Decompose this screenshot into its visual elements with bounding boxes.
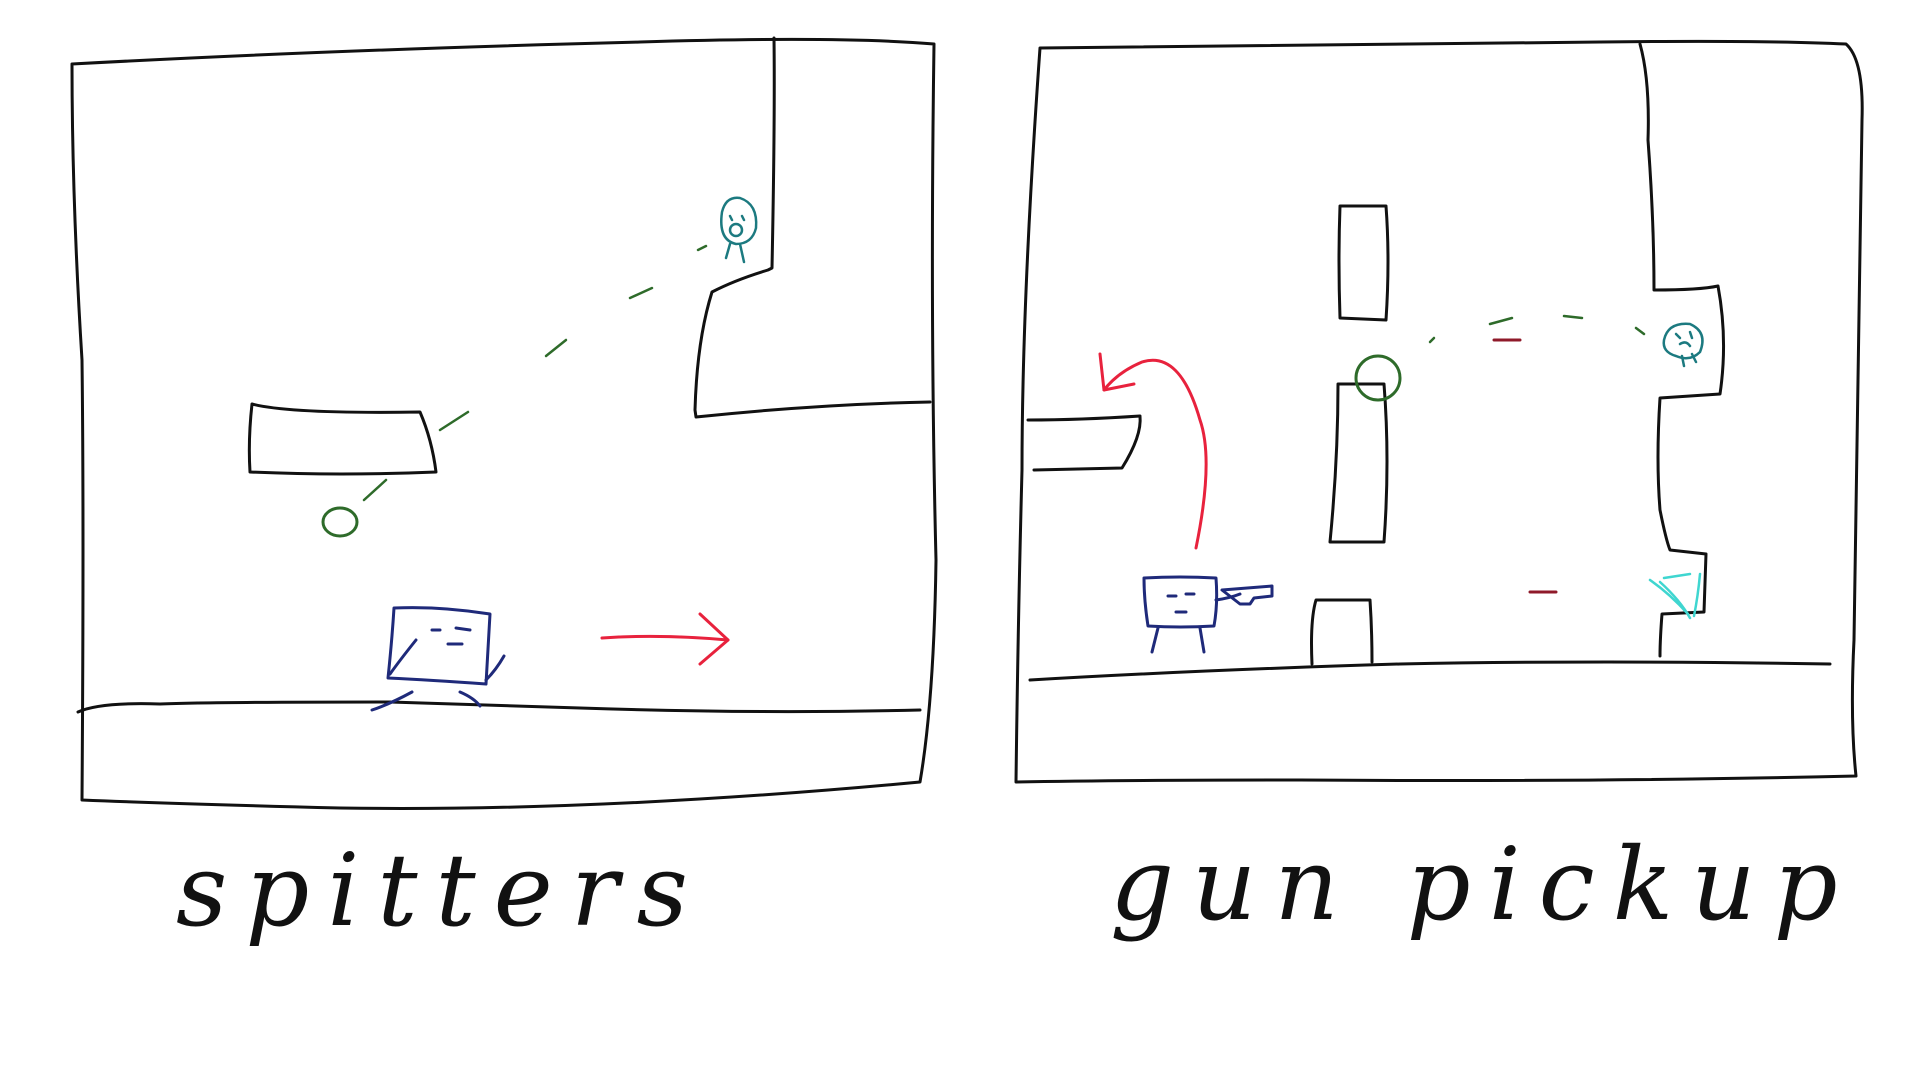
motion-arrow-right bbox=[600, 612, 730, 666]
player-character bbox=[370, 606, 506, 712]
right-wall-step bbox=[693, 36, 932, 419]
panel-gun-pickup bbox=[1014, 39, 1864, 784]
caption-spitters: spitters bbox=[176, 832, 706, 949]
caption-gun-pickup: gun pickup bbox=[1110, 826, 1856, 943]
panel-spitters bbox=[70, 36, 938, 810]
gun-pickup-item bbox=[1354, 354, 1402, 402]
player-with-gun bbox=[1142, 575, 1274, 654]
left-ledge bbox=[1026, 414, 1142, 472]
floating-platform bbox=[247, 402, 438, 476]
flyer-enemy bbox=[1648, 572, 1702, 620]
ground-line bbox=[1028, 660, 1832, 682]
jump-arrow bbox=[1098, 352, 1208, 550]
pillar-bottom bbox=[1310, 598, 1374, 666]
pillar-middle bbox=[1328, 382, 1389, 544]
right-wall-notched bbox=[1638, 42, 1726, 658]
pillar-top bbox=[1337, 204, 1390, 322]
panel-frame bbox=[70, 37, 938, 810]
spitter-enemy bbox=[720, 196, 758, 264]
spitter-enemy bbox=[1662, 322, 1704, 368]
spit-trajectory bbox=[362, 244, 708, 502]
panel-frame bbox=[1014, 39, 1864, 784]
spit-trajectory bbox=[1428, 314, 1646, 344]
spit-projectile bbox=[321, 506, 359, 538]
ground-line bbox=[76, 700, 922, 714]
